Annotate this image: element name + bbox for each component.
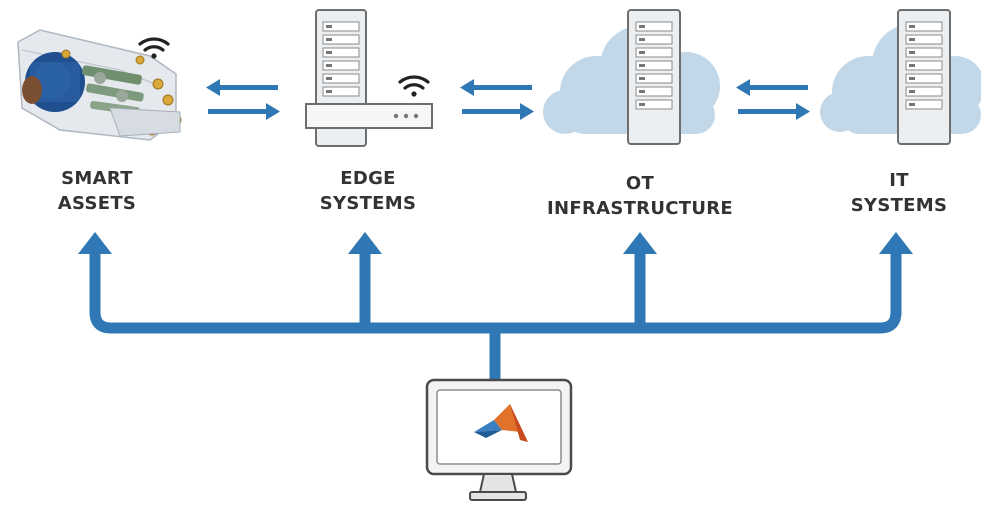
edge-systems-label-line2: SYSTEMS [319, 193, 417, 214]
arrowheads [78, 232, 913, 254]
arrowhead-ot-infrastructure [623, 232, 657, 254]
arrowhead-it-systems [879, 232, 913, 254]
ot-infrastructure-label-line1: OT [625, 173, 655, 194]
smart-assets-label-line2: ASSETS [57, 193, 137, 214]
edge-systems-label: EDGE SYSTEMS [298, 166, 438, 216]
it-systems-label-line1: IT [889, 170, 909, 191]
ot-infrastructure-label-line2: INFRASTRUCTURE [546, 198, 734, 219]
ot-infrastructure-label: OT INFRASTRUCTURE [530, 171, 750, 221]
cloud-server-icon [820, 9, 981, 145]
it-systems-label-line2: SYSTEMS [850, 195, 948, 216]
distribution-arrows [89, 250, 902, 382]
wifi-icon [138, 37, 170, 59]
gear-motor-icon [17, 29, 182, 141]
wifi-icon [398, 75, 430, 97]
server-with-router-icon [305, 9, 433, 147]
smart-assets-label: SMART ASSETS [32, 166, 162, 216]
arrowhead-smart-assets [78, 232, 112, 254]
edge-systems-label-line1: EDGE [340, 168, 396, 189]
arrowhead-edge-systems [348, 232, 382, 254]
cloud-server-icon [543, 9, 720, 145]
bidirectional-arrow-ot-it [736, 79, 810, 120]
matlab-logo-monitor-icon [425, 378, 573, 501]
bidirectional-arrow-edge-ot [460, 79, 534, 120]
bidirectional-arrow-asset-edge [206, 79, 280, 120]
smart-assets-label-line1: SMART [61, 168, 133, 189]
it-systems-label: IT SYSTEMS [836, 168, 962, 218]
